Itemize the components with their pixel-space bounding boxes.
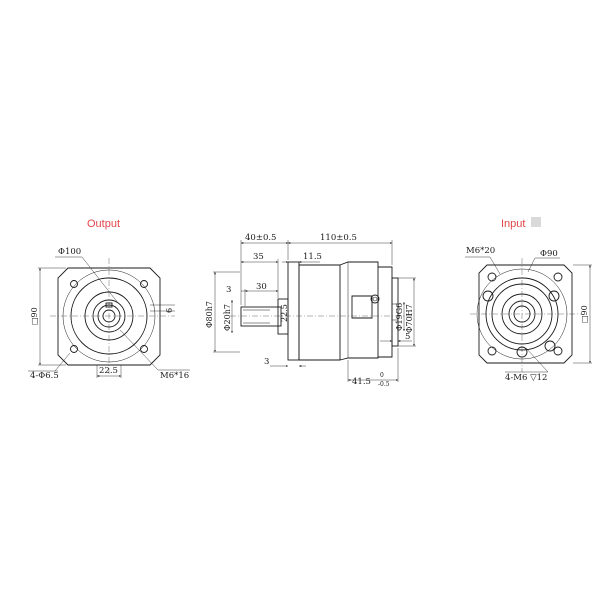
output-hole-tl xyxy=(70,280,78,288)
input-hole-br xyxy=(553,346,563,356)
input-boss-br xyxy=(544,340,556,352)
input-thread-top-label: M6*20 xyxy=(466,246,495,256)
input-hole-tl xyxy=(487,272,497,282)
side-input-pilot xyxy=(391,277,399,347)
output-flange-outline xyxy=(57,267,161,366)
side-flange-th-label: 11.5 xyxy=(303,252,322,262)
side-view: 40±0.5 110±0.5 35 11.5 3 30 Φ80h7 Φ20h7 … xyxy=(205,233,416,388)
side-gap-label: 3 xyxy=(264,357,269,367)
input-title: Input xyxy=(501,218,525,230)
input-square-label: □90 xyxy=(580,305,589,323)
side-depth-label: 41.5 xyxy=(352,377,371,387)
side-bore-label: Φ19G6 xyxy=(395,303,404,331)
side-input-pilot-label: Φ70H7 xyxy=(405,304,414,333)
side-shaft xyxy=(240,306,282,327)
side-shaft-dia-label: Φ20h7 xyxy=(223,304,232,331)
input-boss-left xyxy=(482,290,494,302)
side-key-h-label: 22.5 xyxy=(280,304,289,322)
input-holes-label: 4-M6 ▽12 xyxy=(505,373,547,383)
output-hole-tr xyxy=(140,280,148,288)
input-boss-right xyxy=(548,290,560,302)
output-view: Output Φ100 □90 6 4-Φ6 xyxy=(28,218,190,381)
side-shaft-len-label: 35 xyxy=(253,252,264,262)
side-cutout xyxy=(351,295,373,319)
input-title-blur xyxy=(531,217,541,227)
output-hole-br xyxy=(140,345,148,353)
output-holes-label: 4-Φ6.5 xyxy=(30,371,59,381)
input-hole-bl xyxy=(487,346,497,356)
output-thread-label: M6*16 xyxy=(160,371,189,381)
side-body xyxy=(298,264,341,361)
output-title: Output xyxy=(87,218,120,230)
output-pcd-leader xyxy=(81,256,119,304)
output-offset-label: 22.5 xyxy=(99,366,118,376)
side-input-adapter xyxy=(378,266,393,358)
side-flange xyxy=(287,261,300,361)
side-rear-label: 5 xyxy=(405,332,410,342)
input-pcd-label: Φ90 xyxy=(540,249,558,259)
output-square-label: □90 xyxy=(30,307,39,325)
side-shaft-total-label: 40±0.5 xyxy=(245,233,276,243)
output-hole-bl xyxy=(70,345,78,353)
output-key-label: 6 xyxy=(165,308,174,313)
side-clamp-screw xyxy=(370,294,380,304)
side-body-len-label: 110±0.5 xyxy=(320,233,357,243)
input-hole-tr xyxy=(553,272,563,282)
side-key-len-label: 30 xyxy=(256,282,267,292)
side-shoulder-label: 3 xyxy=(226,285,231,295)
input-view: Input M6*20 Φ90 □90 xyxy=(465,217,592,383)
side-pilot-label: Φ80h7 xyxy=(205,301,214,328)
side-tol-upper: 0 xyxy=(380,372,384,379)
output-pcd-label: Φ100 xyxy=(58,247,81,257)
side-body-rear xyxy=(339,261,379,361)
side-tol-lower: -0.5 xyxy=(378,381,390,388)
